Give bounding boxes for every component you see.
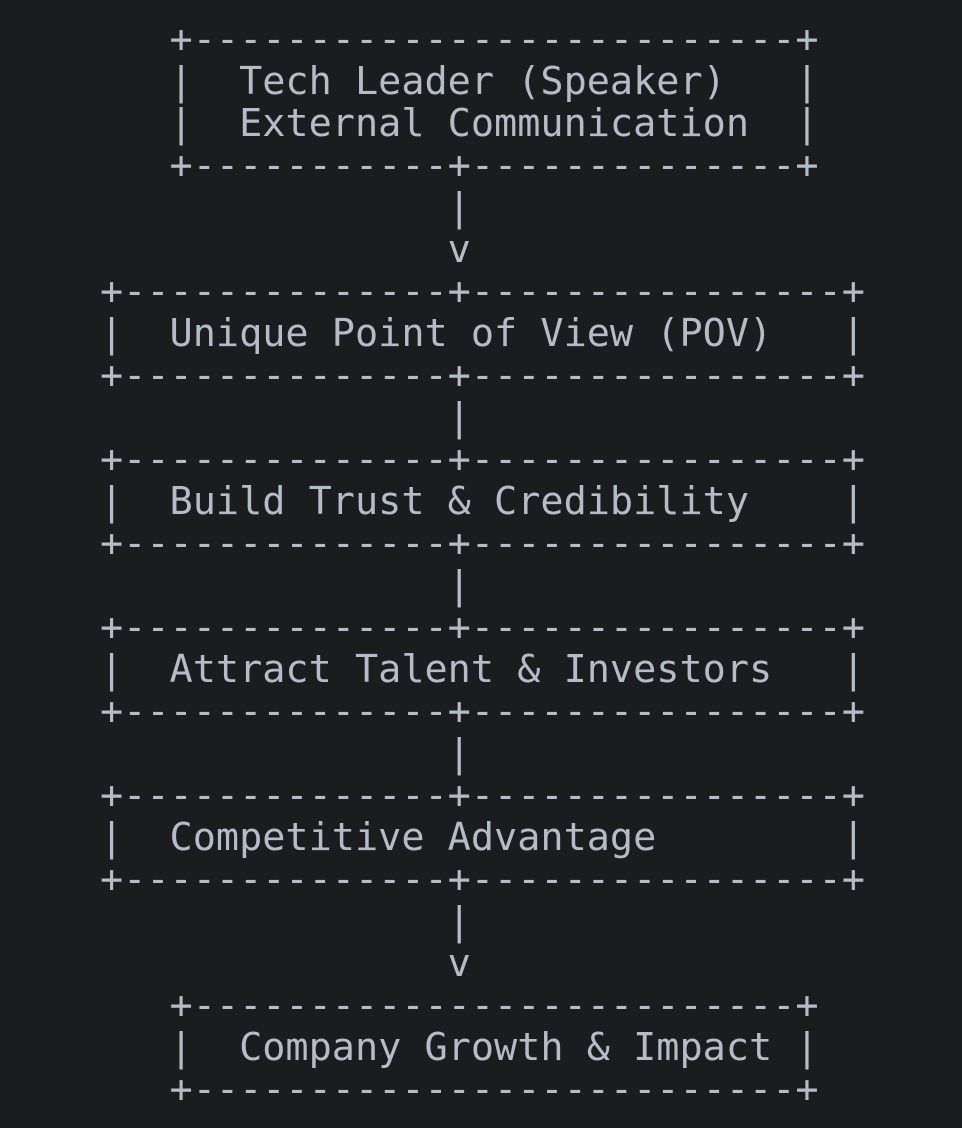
ascii-flowchart: +--------------------------+ | Tech Lead… (100, 17, 865, 1112)
